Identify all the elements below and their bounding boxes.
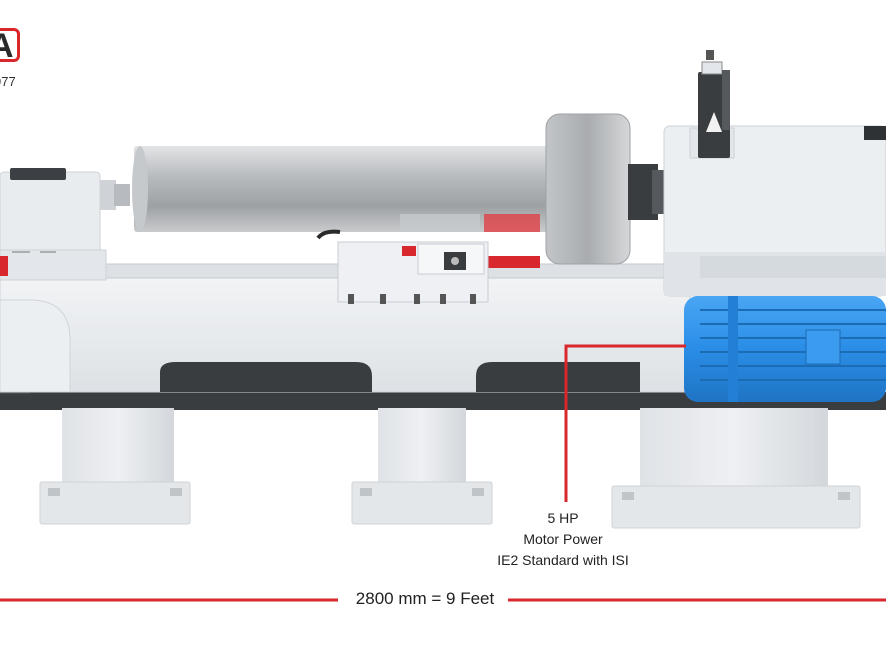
- top-bracket: [698, 50, 730, 158]
- dimension-label-wrap: 2800 mm = 9 Feet: [290, 588, 560, 610]
- gearbox-housing: [663, 125, 886, 297]
- headstock-left: [0, 168, 130, 281]
- leg-right: [611, 408, 861, 529]
- brand-logo-letter: A: [0, 31, 14, 59]
- leg-left: [39, 408, 191, 525]
- motor-callout: 5 HP Motor Power IE2 Standard with ISI: [478, 508, 648, 571]
- callout-line-2: Motor Power: [523, 531, 603, 547]
- callout-line-3: IE2 Standard with ISI: [497, 552, 629, 568]
- leg-middle: [351, 408, 493, 525]
- drum-flange: [545, 113, 631, 265]
- carriage: [316, 229, 489, 304]
- brand-year: 977: [0, 74, 16, 89]
- dimension-label: 2800 mm = 9 Feet: [349, 589, 501, 608]
- brand-logo: A: [0, 28, 20, 62]
- callout-leader-line: [564, 344, 686, 502]
- base-rail: [0, 392, 886, 410]
- motor: [684, 296, 886, 402]
- callout-line-1: 5 HP: [547, 510, 579, 526]
- drum-cylinder: [134, 146, 554, 232]
